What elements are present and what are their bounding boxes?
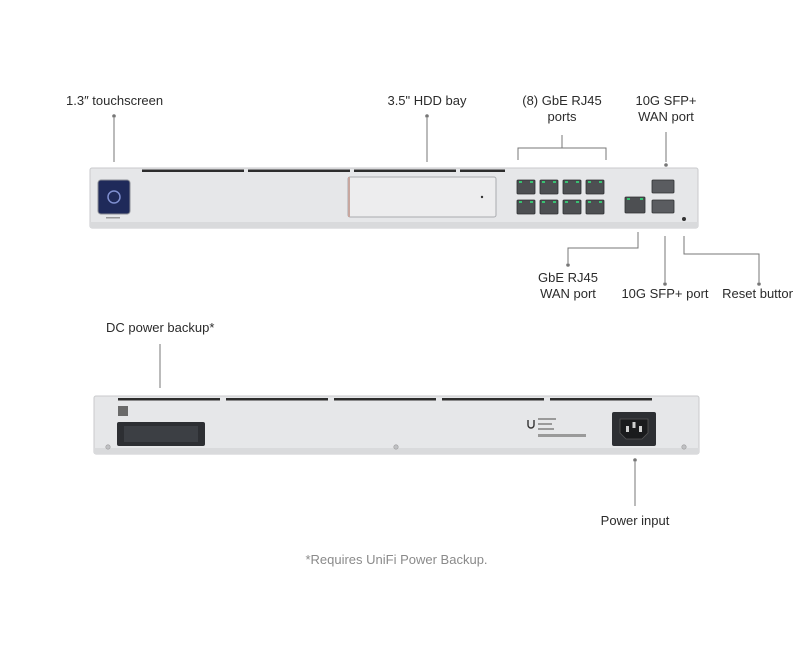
touchscreen-label: 1.3″ touchscreen <box>66 93 164 108</box>
front-vents <box>142 169 505 172</box>
rear-vents <box>118 398 652 401</box>
dc-power-backup-connector <box>117 422 205 446</box>
rj45-wan-label-line2: WAN port <box>540 286 596 301</box>
rear-leader-lines <box>159 344 636 506</box>
rear-panel <box>93 395 700 455</box>
front-panel <box>89 167 699 229</box>
front-leader-lines <box>113 118 760 282</box>
rj45-ports-label-line2: ports <box>547 109 577 124</box>
rj45-wan-label-line1: GbE RJ45 <box>538 270 598 285</box>
sfp-wan-label-line1: 10G SFP+ <box>635 93 697 108</box>
sfp-port-label: 10G SFP+ port <box>621 286 709 301</box>
rj45-ports-label-line1: (8) GbE RJ45 <box>522 93 602 108</box>
power-inlet <box>612 412 656 446</box>
footnote: *Requires UniFi Power Backup. <box>305 552 488 567</box>
dc-power-backup-label: DC power backup* <box>106 320 215 335</box>
reset-button <box>682 217 686 221</box>
rear-screws <box>105 444 687 450</box>
rear-leader-dots <box>633 458 637 462</box>
sfp-wan-label-line2: WAN port <box>638 109 694 124</box>
rear-regulatory-marks <box>538 418 586 437</box>
front-leader-dots <box>112 114 761 286</box>
ubiquiti-logo-icon <box>527 420 535 429</box>
hdd-bay-label: 3.5" HDD bay <box>387 93 467 108</box>
rj45-wan-port <box>624 196 646 214</box>
power-input-label: Power input <box>600 513 670 528</box>
qr-code-icon <box>118 406 128 416</box>
sfp-ports <box>651 179 675 214</box>
reset-button-label: Reset button <box>722 286 793 301</box>
touchscreen <box>97 179 131 219</box>
rj45-ports <box>516 179 605 215</box>
hdd-bay <box>347 176 497 218</box>
